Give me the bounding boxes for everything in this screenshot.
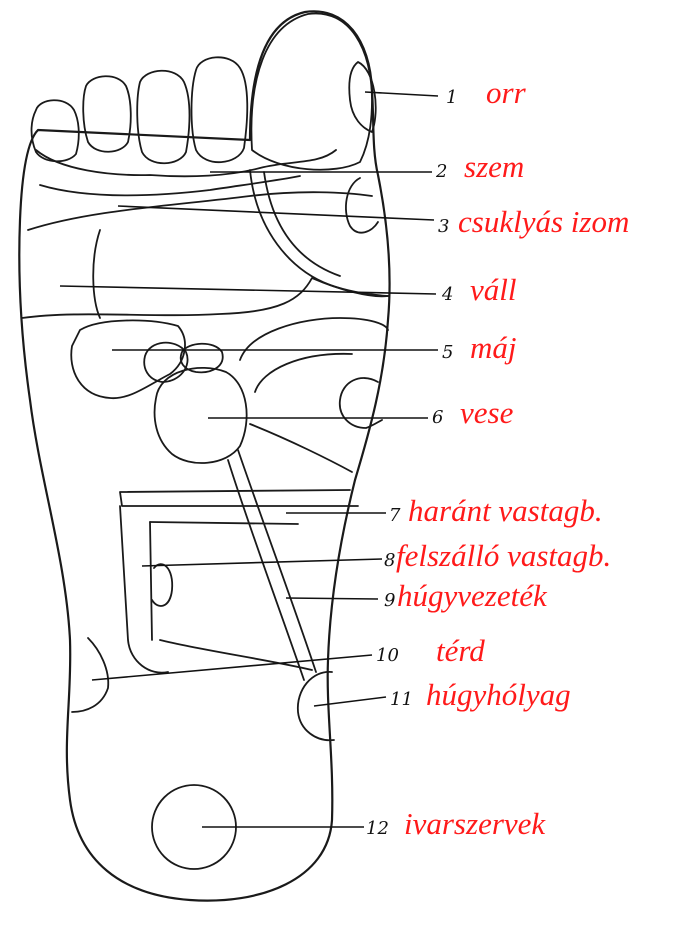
leader-1 bbox=[365, 92, 438, 96]
label-shoulder: váll bbox=[470, 272, 517, 307]
big-toe bbox=[251, 13, 372, 169]
label-ureter: húgyvezeték bbox=[397, 578, 548, 613]
label-number: 9 bbox=[384, 590, 395, 611]
shoulder-zone bbox=[22, 278, 388, 318]
label-bladder: húgyhólyag bbox=[426, 677, 571, 712]
colon-inner-loop bbox=[150, 522, 152, 640]
tendon-line-b bbox=[264, 172, 340, 276]
right-side-pad bbox=[346, 178, 378, 233]
mid-foot-arc bbox=[240, 318, 388, 360]
label-eye: szem bbox=[464, 149, 524, 184]
leader-9 bbox=[286, 598, 378, 599]
toe-4 bbox=[83, 76, 131, 152]
labels: 1 orr 2 szem 3 csuklyás izom 4 váll 5 má… bbox=[366, 75, 629, 841]
label-liver: máj bbox=[470, 330, 517, 365]
label-reproductive: ivarszervek bbox=[404, 806, 546, 841]
label-number: 6 bbox=[432, 407, 443, 428]
label-kidney: vese bbox=[460, 395, 514, 430]
label-number: 8 bbox=[384, 550, 395, 571]
diagonal-to-right bbox=[250, 424, 352, 472]
label-trapezius: csuklyás izom bbox=[458, 204, 629, 239]
colon-small-blob bbox=[152, 564, 172, 606]
foot-outline bbox=[19, 11, 389, 900]
label-number: 5 bbox=[442, 342, 453, 363]
label-number: 12 bbox=[366, 818, 389, 839]
knee-zone bbox=[72, 638, 108, 712]
liver-zone bbox=[71, 320, 185, 398]
label-knee: térd bbox=[436, 633, 485, 668]
label-transverse-colon: haránt vastagb. bbox=[408, 493, 603, 528]
label-number: 7 bbox=[389, 505, 401, 526]
leader-4 bbox=[60, 286, 436, 294]
tendon-line-a bbox=[250, 170, 388, 296]
label-number: 11 bbox=[390, 689, 413, 710]
toe-2 bbox=[192, 57, 248, 162]
label-number: 3 bbox=[438, 216, 449, 237]
trapezius-band bbox=[28, 192, 372, 230]
eye-zone-lower bbox=[40, 176, 300, 195]
label-number: 2 bbox=[435, 161, 447, 182]
label-number: 1 bbox=[446, 87, 457, 108]
label-number: 4 bbox=[441, 284, 453, 305]
mid-foot-arc-2 bbox=[255, 354, 352, 392]
toe-3 bbox=[137, 71, 189, 164]
shoulder-left-curve bbox=[93, 230, 100, 318]
label-ascending-colon: felszálló vastagb. bbox=[396, 538, 611, 573]
label-nose: orr bbox=[486, 75, 527, 110]
leader-lines bbox=[60, 92, 438, 827]
leader-11 bbox=[314, 697, 386, 706]
ureter-line-left bbox=[228, 460, 304, 680]
label-number: 10 bbox=[376, 645, 399, 666]
colon-lower-line bbox=[160, 640, 312, 670]
